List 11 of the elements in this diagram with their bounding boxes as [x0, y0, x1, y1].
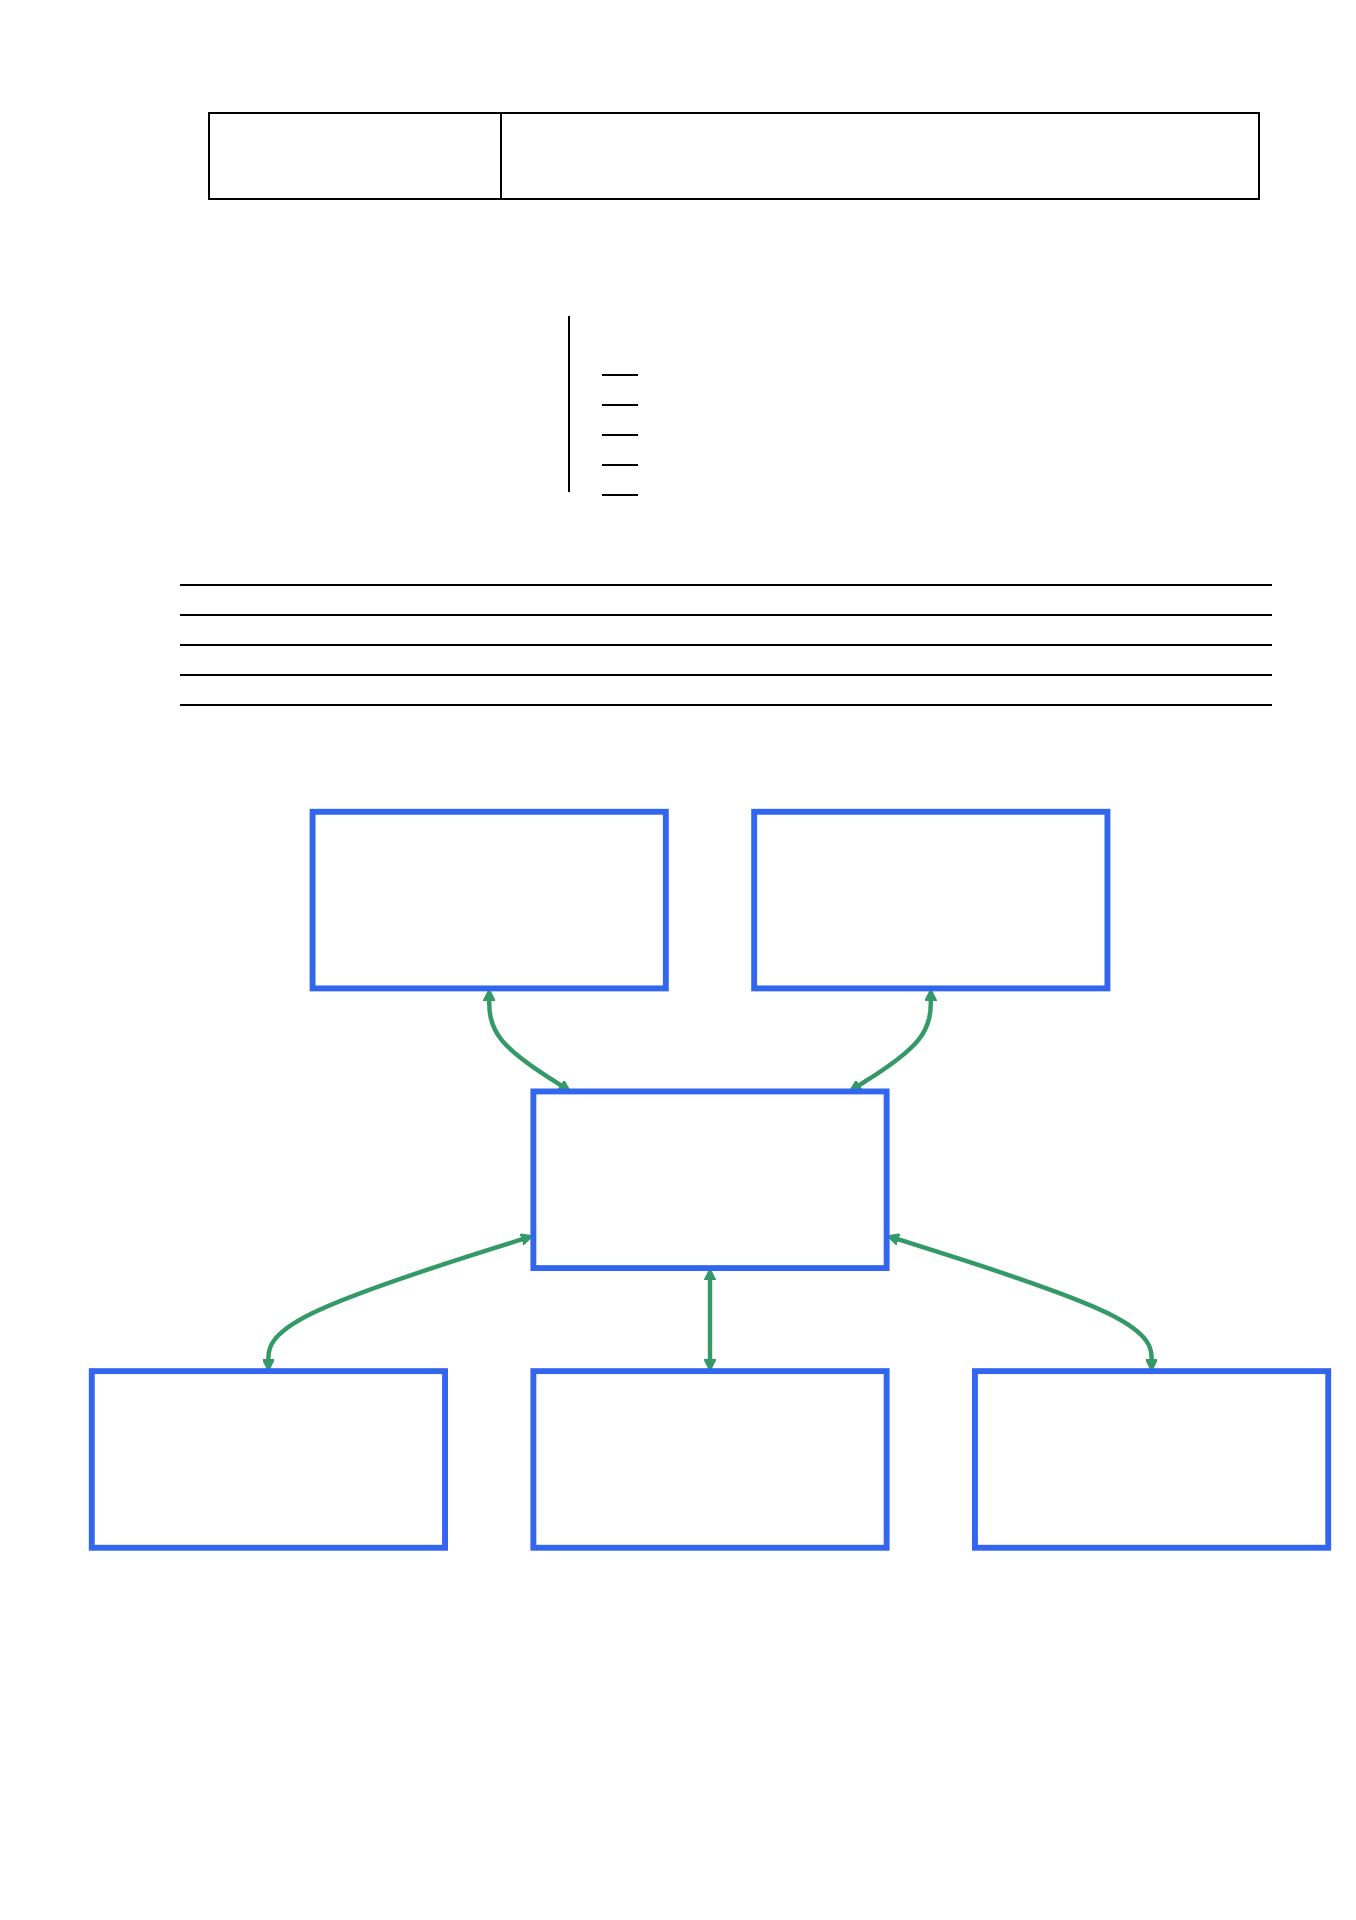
arrow [886, 1233, 1159, 1372]
node-box [751, 809, 1111, 992]
arrow [848, 988, 938, 1093]
node-box [88, 1368, 448, 1551]
arrow [703, 1268, 717, 1372]
node-box [972, 1368, 1332, 1551]
arrow [482, 988, 572, 1093]
node-box [530, 1088, 890, 1272]
node-box [309, 809, 669, 992]
arrow [261, 1233, 534, 1372]
node-box [530, 1368, 890, 1551]
